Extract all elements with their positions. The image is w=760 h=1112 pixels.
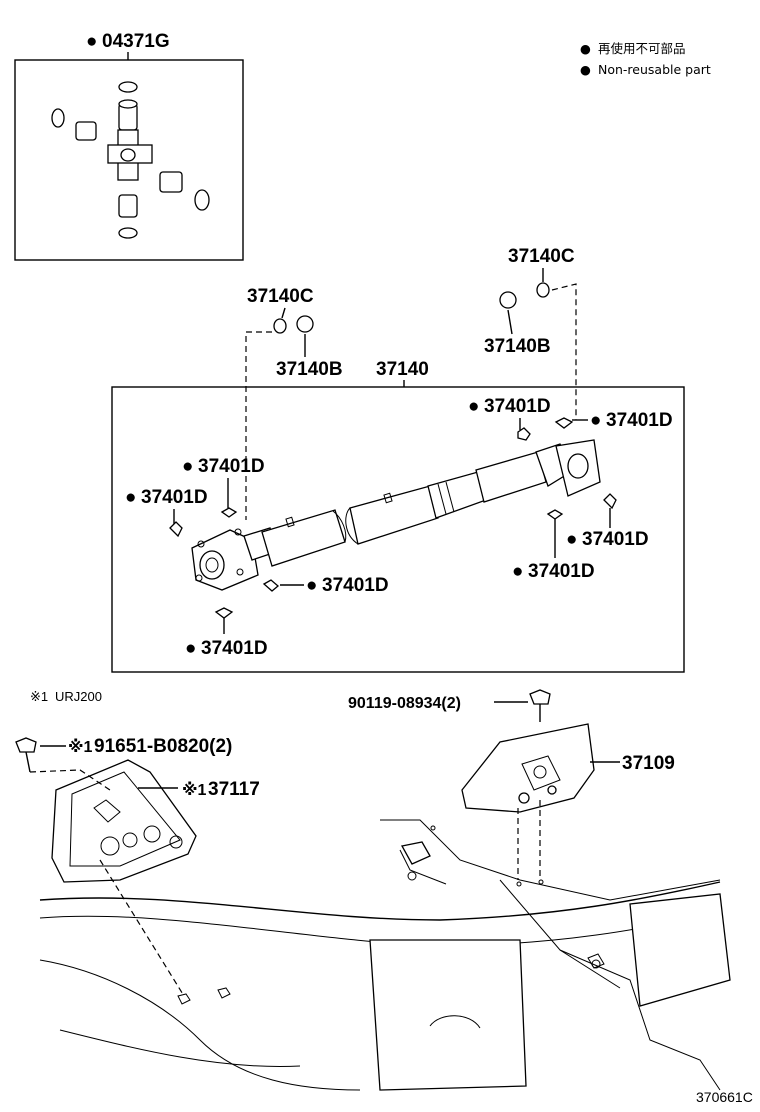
shaft-box xyxy=(111,386,685,673)
nuts-left-group: 37140C 37140B xyxy=(245,286,343,520)
clip-marker-3: ● xyxy=(182,456,193,477)
bracket-left xyxy=(51,759,197,883)
lower-left-group: ※1 URJ200 ※1 91651-B0820(2) ※1 37117 xyxy=(15,689,260,997)
nut-right xyxy=(499,291,517,309)
label-37401D-2[interactable]: 37401D xyxy=(606,410,673,431)
spider-kit-marker: ● xyxy=(86,31,97,52)
label-37140[interactable]: 37140 xyxy=(376,359,429,380)
nuts-right-group: 37140C 37140B xyxy=(484,246,577,420)
label-37401D-5[interactable]: 37401D xyxy=(582,529,649,550)
label-04371G[interactable]: 04371G xyxy=(102,31,170,52)
illustration-code: 370661C xyxy=(696,1089,753,1105)
label-91651-B0820[interactable]: 91651-B0820(2) xyxy=(94,736,232,757)
label-37401D-4[interactable]: 37401D xyxy=(141,487,208,508)
note-text: URJ200 xyxy=(55,689,102,704)
label-37140C-right[interactable]: 37140C xyxy=(508,246,575,267)
nut-left xyxy=(296,315,314,333)
propeller-shaft xyxy=(169,417,617,619)
label-37109[interactable]: 37109 xyxy=(622,753,675,774)
label-37401D-3[interactable]: 37401D xyxy=(198,456,265,477)
clip-labels: ● 37401D ● 37401D ● 37401D ● 37401D ● 37… xyxy=(125,396,673,659)
clip-marker-2: ● xyxy=(590,410,601,431)
note-mark: ※1 xyxy=(30,689,48,704)
legend-text-jp: 再使用不可部品 xyxy=(598,41,686,56)
clip-marker-1: ● xyxy=(468,396,479,417)
crossmember xyxy=(369,939,527,1091)
frame-rail-right xyxy=(629,893,731,1007)
label-90119-08934[interactable]: 90119-08934(2) xyxy=(348,695,461,712)
washer-right xyxy=(536,282,550,298)
label-37117[interactable]: 37117 xyxy=(208,779,260,800)
lower-right-group: 90119-08934(2) 37109 xyxy=(348,689,675,880)
legend-bullet-2: ● xyxy=(580,62,591,77)
vehicle-frame xyxy=(39,819,731,1091)
spider-kit-group: ● 04371G xyxy=(14,31,244,261)
tube-front xyxy=(261,509,346,567)
label-37140B-right[interactable]: 37140B xyxy=(484,336,551,357)
bolt-right xyxy=(529,689,551,705)
clip-marker-4: ● xyxy=(125,487,136,508)
label-37401D-1[interactable]: 37401D xyxy=(484,396,551,417)
tube-rear xyxy=(475,451,547,503)
clip-marker-7: ● xyxy=(306,575,317,596)
bracket-left-mark: ※1 xyxy=(182,781,207,799)
bolt-left xyxy=(15,737,37,753)
label-37401D-8[interactable]: 37401D xyxy=(201,638,268,659)
label-37401D-7[interactable]: 37401D xyxy=(322,575,389,596)
spider-kit-box xyxy=(14,59,244,261)
bolt-left-mark: ※1 xyxy=(68,738,93,756)
label-37401D-6[interactable]: 37401D xyxy=(528,561,595,582)
label-37140B-left[interactable]: 37140B xyxy=(276,359,343,380)
tube-middle xyxy=(349,485,439,545)
washer-left xyxy=(273,318,287,334)
legend: ● 再使用不可部品 ● Non-reusable part xyxy=(580,41,711,77)
legend-text-en: Non-reusable part xyxy=(598,62,711,77)
clip-marker-8: ● xyxy=(185,638,196,659)
clip-marker-5: ● xyxy=(566,529,577,550)
bracket-right xyxy=(461,723,595,813)
label-37140C-left[interactable]: 37140C xyxy=(247,286,314,307)
legend-bullet-1: ● xyxy=(580,41,591,56)
clip-marker-6: ● xyxy=(512,561,523,582)
